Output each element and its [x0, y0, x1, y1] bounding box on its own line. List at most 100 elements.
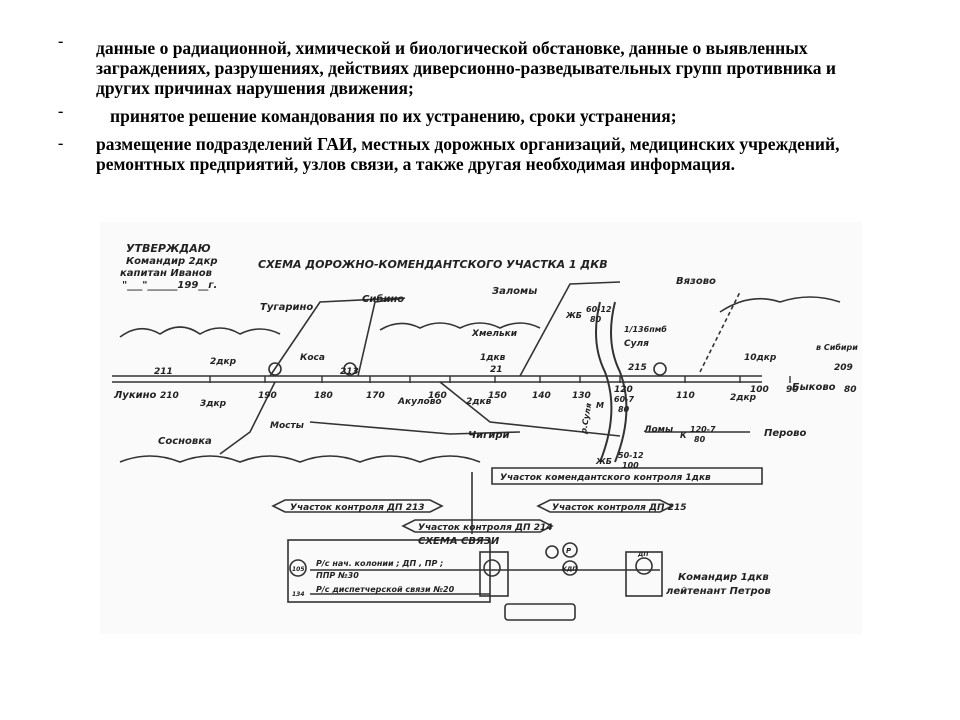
town-label: Вязово [676, 276, 716, 287]
bridge-label: 60-12 [586, 305, 612, 314]
commander-line: лейтенант Петров [666, 586, 771, 597]
comm-box [625, 551, 663, 597]
bullet-item: - размещение подразделений ГАИ, местных … [58, 134, 888, 174]
forest-line [119, 326, 281, 338]
bridge-label: К [680, 431, 687, 440]
town-label: в Сибири [816, 342, 858, 352]
bridge-label: 50-12 [618, 451, 644, 460]
bridge-label: ЖБ [595, 457, 612, 466]
km-label: 100 [750, 385, 769, 395]
bullet-text: размещение подразделений ГАИ, местных до… [96, 134, 840, 174]
comm-title: СХЕМА СВЯЗИ [418, 536, 500, 547]
comm-number: 105 [292, 566, 305, 573]
section-label: Участок контроля ДП 215 [552, 503, 687, 513]
km-label: 160 [428, 391, 447, 401]
km-label: 180 [314, 391, 333, 401]
km-label: 120 [614, 385, 633, 395]
bridge-label: 80 [618, 405, 630, 414]
section-label: Участок контроля ДП 213 [290, 503, 425, 513]
radio-icon [635, 557, 653, 575]
section-frame [536, 499, 674, 513]
bullet-marker: - [58, 135, 64, 152]
approve-line: Командир 2дкр [126, 256, 218, 267]
town-label: Коса [300, 353, 325, 363]
bullet-marker: - [58, 33, 64, 50]
unit-label: 3дкр [200, 399, 227, 409]
bridge-label: 60-7 [614, 395, 634, 404]
bridge-label: 120-7 [690, 425, 716, 434]
town-label: Сибино [362, 293, 404, 305]
dp-label: 213 [340, 367, 359, 377]
comm-box [479, 551, 509, 597]
road-mosty-chigiri [309, 421, 521, 435]
dp-label: 211 [154, 367, 173, 377]
km-label: 110 [676, 391, 695, 401]
river-line [595, 301, 613, 463]
bullet-list: - данные о радиационной, химической и би… [58, 33, 888, 174]
radio-icon [545, 545, 559, 559]
approve-line: "___"______199__г. [122, 280, 217, 291]
section-label: Участок контроля ДП 214 [418, 523, 553, 533]
comm-text: Р/с нач. колонии ; ДП , ПР ; [316, 559, 443, 568]
forest-line [119, 455, 481, 463]
km-label: 140 [532, 391, 551, 401]
km-label: 130 [572, 391, 591, 401]
bullet-item: - данные о радиационной, химической и би… [58, 33, 888, 98]
bridge-label: 80 [694, 435, 706, 444]
town-label: Тугарино [260, 302, 313, 313]
road-to-tugarino [269, 297, 401, 377]
river-line [610, 301, 628, 463]
comm-number: 134 [292, 591, 305, 598]
road-to-sosnovka [219, 381, 276, 455]
town-label: Хмельки [471, 329, 518, 339]
town-label: Быково [792, 382, 836, 393]
bridge-label: М [596, 401, 604, 410]
checkpoint-icon [268, 362, 282, 376]
checkpoint-icon [653, 362, 667, 376]
unit-label: 2дкр [730, 393, 757, 403]
section-frame [401, 519, 554, 533]
comm-text: Р/с диспетчерской связи №20 [316, 585, 455, 594]
section-frame [271, 499, 444, 513]
km-label: 150 [488, 391, 507, 401]
forest-line [719, 296, 841, 313]
town-label: Мосты [270, 421, 304, 431]
commander-line: Командир 1дкв [678, 572, 769, 583]
road-to-chigiri [439, 381, 621, 437]
bullet-text: принятое решение командования по их устр… [110, 106, 677, 126]
river-label: р.Суля [579, 402, 593, 435]
road-to-zalomy [519, 281, 621, 377]
radio-icon [562, 560, 578, 576]
vehicle-icon [504, 603, 576, 621]
approve-line: капитан Иванов [120, 268, 212, 279]
town-label: Лукино [113, 390, 157, 401]
bridge-label: 100 [622, 461, 639, 470]
town-label: Ломы [643, 425, 673, 435]
town-label: Чигири [468, 430, 509, 441]
comm-marker: КДП [562, 566, 577, 573]
km-label: 80 [844, 385, 857, 395]
road-to-sibino [357, 297, 406, 377]
km-label: 170 [366, 391, 385, 401]
unit-label: 2дкв [466, 397, 492, 407]
km-label: 90 [786, 385, 799, 395]
diagram-title: СХЕМА ДОРОЖНО-КОМЕНДАНТСКОГО УЧАСТКА 1 Д… [258, 258, 608, 271]
town-label: Акулово [397, 397, 442, 407]
unit-label: 10дкр [744, 353, 777, 363]
unit-label: 2дкр [210, 357, 237, 367]
town-label: Перово [764, 428, 807, 439]
comm-frame [287, 539, 491, 603]
bullet-item: - принятое решение командования по их ус… [58, 103, 888, 126]
town-label: Сосновка [158, 436, 212, 447]
unit-label: 1дкв [480, 353, 506, 363]
road-scheme-diagram: УТВЕРЖДАЮ Командир 2дкр капитан Иванов "… [100, 222, 862, 634]
dp-label: 209 [834, 363, 853, 373]
radio-icon [289, 559, 307, 577]
town-label: Заломы [492, 286, 537, 297]
km-label: 210 [160, 391, 179, 401]
radio-icon [562, 542, 578, 558]
town-label: Суля [624, 339, 649, 349]
unit-label: 1/136пмб [624, 324, 667, 334]
bridge-label: 80 [590, 315, 602, 324]
section-label: Участок комендантского контроля 1дкв [500, 473, 711, 483]
